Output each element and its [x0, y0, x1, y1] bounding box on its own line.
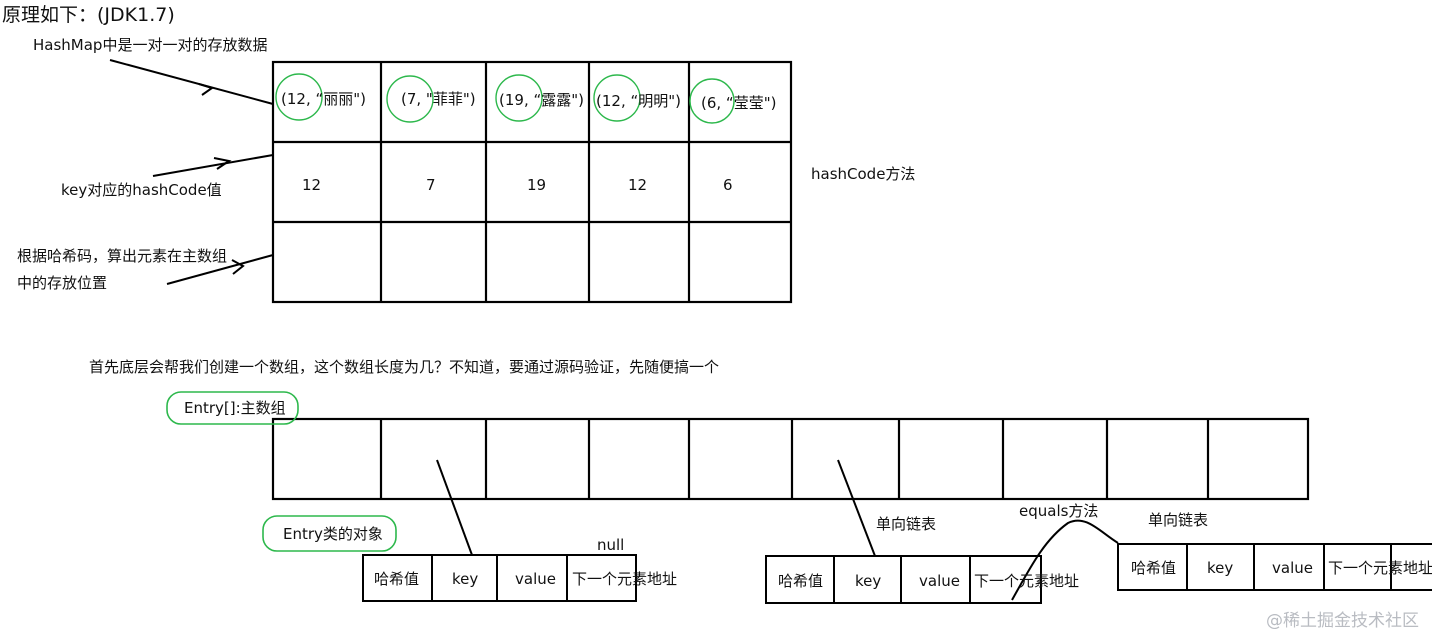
circle-key-4: [593, 74, 641, 122]
entry-field-key: key: [855, 572, 882, 590]
entry-object-label: Entry类的对象: [283, 525, 383, 543]
index-explanation-line2: 中的存放位置: [17, 274, 108, 292]
key-highlight-circles: [275, 73, 735, 124]
hashcode-cell: 6: [723, 176, 733, 194]
entry-field-hash: 哈希值: [1131, 559, 1177, 577]
hashcode-cell: 7: [426, 176, 436, 194]
label-highlight-boxes: [166, 391, 397, 552]
entry-field-hash: 哈希值: [374, 570, 420, 588]
entry-node-3-grid: [1117, 543, 1432, 591]
linked-list-label-2: 单向链表: [1148, 511, 1209, 529]
entry-field-next: 下一个元素地址: [974, 572, 1080, 590]
entry-field-hash: 哈希值: [778, 572, 824, 590]
entry-field-value: value: [515, 570, 556, 588]
hashcode-cell: 12: [302, 176, 322, 194]
watermark: @稀土掘金技术社区: [1266, 611, 1419, 631]
entry-field-key: key: [452, 570, 479, 588]
entry-field-value: value: [1272, 559, 1313, 577]
hashcode-method-label: hashCode方法: [811, 165, 916, 183]
entry-field-next: 下一个元素地址: [1328, 559, 1432, 577]
entry-array-grid: [271, 417, 1310, 501]
index-explanation-line1: 根据哈希码，算出元素在主数组: [17, 247, 228, 265]
hashcode-cell: 19: [527, 176, 547, 194]
equals-method-label: equals方法: [1019, 502, 1099, 520]
circle-key-5: [689, 78, 735, 124]
circle-key-3: [495, 74, 543, 122]
entry-array-label: Entry[]:主数组: [184, 399, 286, 417]
circle-key-1: [275, 73, 323, 121]
pair-cell: (7, "菲菲"): [401, 90, 476, 108]
slot-connectors: [436, 459, 1119, 601]
pair-cell: (19, “露露"): [499, 91, 584, 109]
array-explanation: 首先底层会帮我们创建一个数组，这个数组长度为几？不知道，要通过源码验证，先随便搞…: [89, 358, 720, 376]
entry-node-2-grid: [765, 555, 1042, 604]
entry-node-1-grid: [362, 554, 637, 602]
top-table-grid: [271, 60, 793, 304]
pair-cell: (6, “莹莹"): [701, 94, 777, 112]
hashcode-cell: 12: [628, 176, 648, 194]
pair-cell: (12, “丽丽"): [281, 90, 366, 108]
entry-field-value: value: [919, 572, 960, 590]
linked-list-label-1: 单向链表: [876, 515, 937, 533]
entry-field-key: key: [1207, 559, 1234, 577]
circle-key-2: [386, 75, 434, 123]
pair-cell: (12, “明明"): [596, 92, 681, 110]
pointer-arrows: [109, 59, 274, 285]
entry-field-next: 下一个元素地址: [572, 570, 678, 588]
hashmap-description: HashMap中是一对一对的存放数据: [33, 36, 268, 54]
null-label: null: [597, 536, 625, 554]
page-title: 原理如下：(JDK1.7): [2, 4, 175, 26]
key-hashcode-label: key对应的hashCode值: [61, 181, 222, 199]
